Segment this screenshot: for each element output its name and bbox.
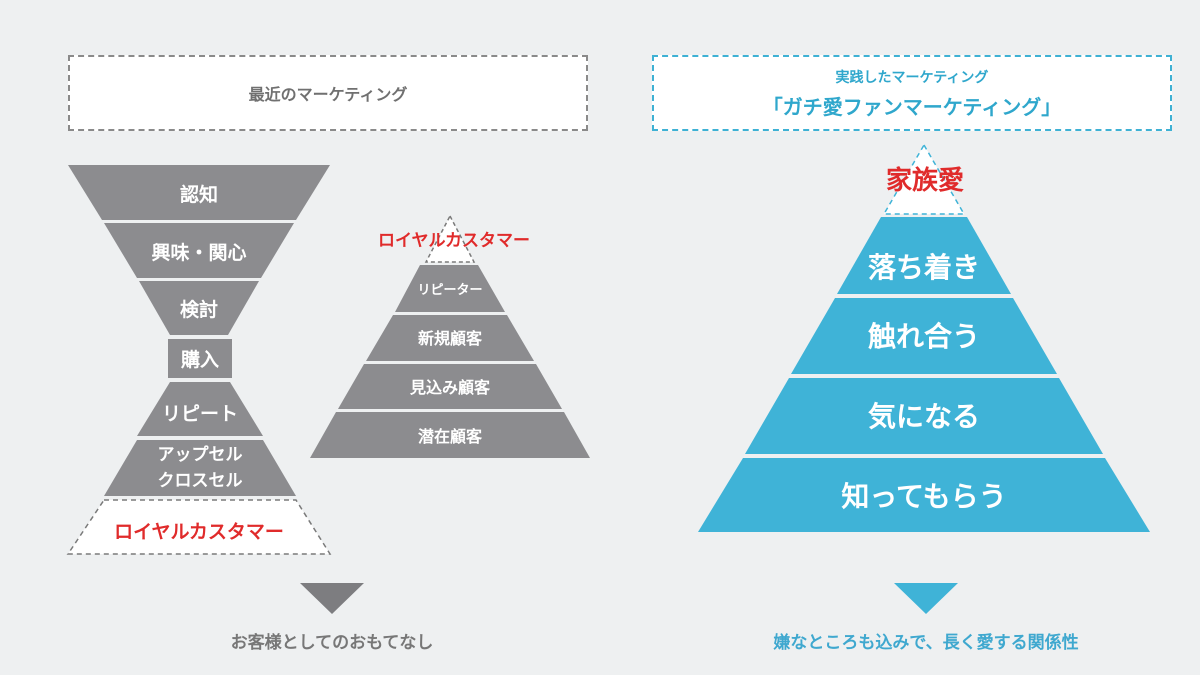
funnel-layer-loyal [66,499,332,555]
left-funnel: 認知 興味・関心 検討 購入 リピート アップセル クロスセル ロイヤルカスタマ… [66,165,332,555]
left-pyramid-top [424,214,476,263]
funnel-layer-awareness [68,165,330,220]
right-pyramid-layer-awareness [698,458,1150,532]
funnel-layer-consideration [139,281,259,335]
funnel-label-repeat: リピート [162,403,238,425]
funnel-label-loyal: ロイヤルカスタマー [114,521,284,543]
right-pyramid-label-calm: 落ち着き [868,251,980,284]
funnel-layer-purchase [168,339,232,378]
right-pyramid-top-label: 家族愛 [886,165,964,196]
right-caption: 嫌なところも込みで、長く愛する関係性 [772,632,1078,653]
left-pyramid-layer-new [366,315,534,361]
left-pyramid-layer-potential [310,412,590,458]
funnel-label-interest: 興味・関心 [151,242,246,264]
right-pyramid-label-touch: 触れ合う [868,320,980,353]
left-pyramid: ロイヤルカスタマー リピーター 新規顧客 見込み顧客 潜在顧客 [310,214,590,458]
right-pyramid-label-interest: 気になる [868,400,980,433]
left-header-title: 最近のマーケティング [248,85,408,104]
funnel-label-crosssell: クロスセル [158,471,243,491]
funnel-label-consideration: 検討 [180,298,218,321]
left-pyramid-label-new: 新規顧客 [418,329,483,348]
right-pyramid-layer-touch [791,298,1057,374]
right-pyramid-layer-interest [745,378,1103,454]
left-pyramid-layer-prospect [338,364,562,409]
left-header-box: 最近のマーケティング [68,55,588,131]
funnel-layer-upsell [104,440,296,496]
right-pyramid-label-awareness: 知ってもらう [841,480,1006,513]
left-pyramid-label-prospect: 見込み顧客 [409,378,491,397]
left-pyramid-top-label: ロイヤルカスタマー [378,231,530,251]
right-header-box: 実践したマーケティング 「ガチ愛ファンマーケティング」 [652,55,1172,131]
right-pyramid-layer-calm [837,217,1011,294]
left-caption: お客様としてのおもてなし [231,632,434,653]
funnel-label-purchase: 購入 [181,348,219,371]
right-pyramid-top [882,143,966,215]
funnel-label-awareness: 認知 [180,183,218,206]
funnel-layer-interest [104,223,294,278]
right-pyramid: 家族愛 落ち着き 触れ合う 気になる 知ってもらう [698,143,1150,532]
right-header-title: 「ガチ愛ファンマーケティング」 [762,94,1062,119]
right-header-subtitle: 実践したマーケティング [835,69,989,86]
left-pyramid-label-potential: 潜在顧客 [418,427,483,446]
right-down-arrow [894,583,958,614]
left-pyramid-label-repeater: リピーター [417,283,482,298]
funnel-layer-repeat [137,382,263,436]
left-down-arrow [300,583,364,614]
left-pyramid-layer-repeater [395,265,505,312]
funnel-label-upsell: アップセル [158,444,243,465]
